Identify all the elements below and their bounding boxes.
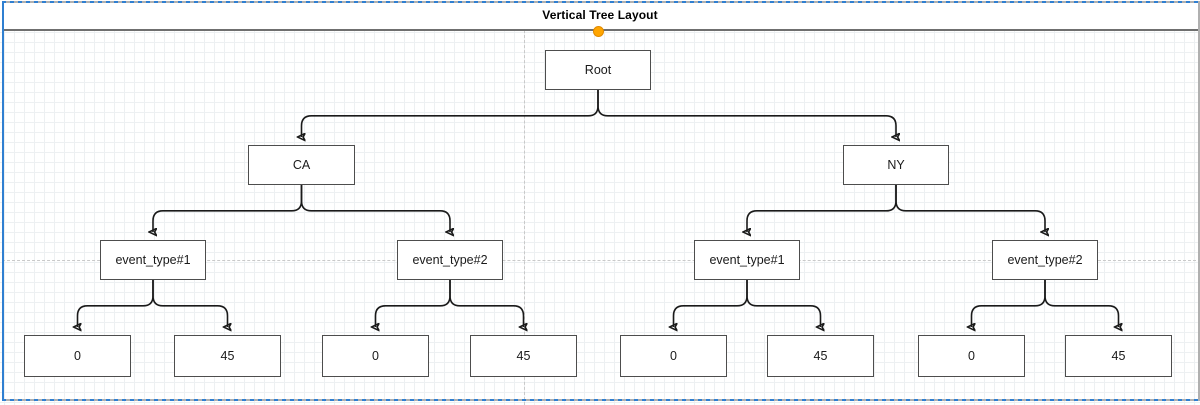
tree-node-event-type-1[interactable]: event_type#1 (694, 240, 800, 280)
tree-node-event-type-2[interactable]: event_type#2 (992, 240, 1098, 280)
tree-edge (302, 90, 599, 137)
tree-node-ca[interactable]: CA (248, 145, 355, 185)
tree-edge (895, 185, 1045, 232)
tree-edge (300, 185, 451, 232)
tree-node-0[interactable]: 0 (620, 335, 727, 377)
tree-edge (1044, 280, 1119, 327)
tree-edge (597, 90, 896, 137)
tree-node-45[interactable]: 45 (174, 335, 281, 377)
tree-node-45[interactable]: 45 (767, 335, 874, 377)
tree-node-root[interactable]: Root (545, 50, 651, 90)
tree-node-label: 0 (372, 349, 379, 363)
drag-handle-icon[interactable] (593, 26, 604, 37)
tree-edge (152, 280, 228, 327)
tree-edge (78, 280, 154, 327)
tree-node-label: Root (584, 63, 612, 77)
tree-node-0[interactable]: 0 (322, 335, 429, 377)
tree-edge (747, 185, 897, 232)
tree-edge (674, 280, 748, 327)
tree-node-label: event_type#2 (412, 253, 488, 267)
tree-node-label: event_type#1 (709, 253, 785, 267)
tree-node-45[interactable]: 45 (1065, 335, 1172, 377)
tree-node-0[interactable]: 0 (24, 335, 131, 377)
tree-node-label: 0 (74, 349, 81, 363)
tree-node-45[interactable]: 45 (470, 335, 577, 377)
tree-node-event-type-1[interactable]: event_type#1 (100, 240, 206, 280)
tree-edge (153, 185, 303, 232)
tree-node-ny[interactable]: NY (843, 145, 949, 185)
tree-node-label: NY (887, 158, 905, 172)
tree-node-label: 45 (516, 349, 531, 363)
tree-node-label: event_type#1 (115, 253, 191, 267)
tree-edge (376, 280, 451, 327)
tree-node-label: 45 (220, 349, 235, 363)
tree-node-event-type-2[interactable]: event_type#2 (397, 240, 503, 280)
tree-edge (746, 280, 821, 327)
tree-node-label: 45 (1111, 349, 1126, 363)
tree-node-label: 45 (813, 349, 828, 363)
tree-node-label: 0 (968, 349, 975, 363)
tree-node-label: event_type#2 (1007, 253, 1083, 267)
tree-node-label: 0 (670, 349, 677, 363)
tree-node-label: CA (292, 158, 311, 172)
tree-edge (449, 280, 524, 327)
tree-node-0[interactable]: 0 (918, 335, 1025, 377)
tree-edge (972, 280, 1046, 327)
page-title: Vertical Tree Layout (542, 8, 658, 22)
